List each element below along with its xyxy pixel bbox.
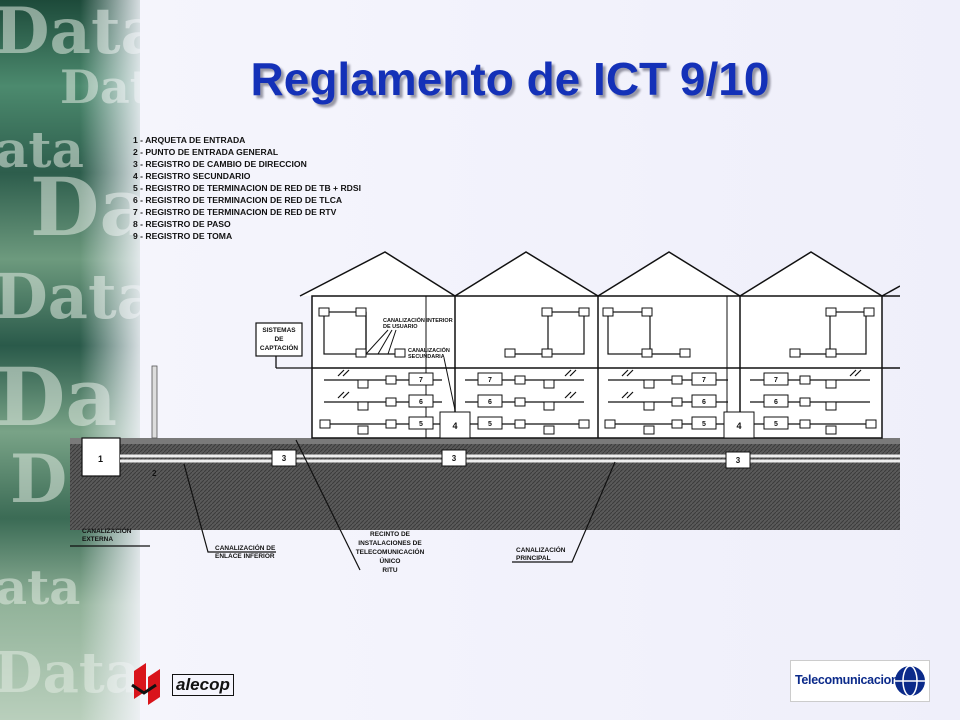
alecop-logo: alecop [130,661,234,705]
box-label: 3 [452,454,457,463]
box-label: 5 [488,421,492,428]
legend-item: 8 - REGISTRO DE PASO [133,219,231,229]
telecomunicaciones-logo: Telecomunicaciones [790,660,930,702]
telecomunicaciones-text: Telecomunicaciones [795,673,912,687]
diagram-label: CANALIZACIÓN [516,545,566,554]
diagram-label: CAPTACIÓN [260,343,298,352]
sistemas-captacion-box [255,322,303,357]
diagram-label: CANALIZACIÓN INTERIOR [383,316,453,324]
diagram-label: ENLACE INFERIOR [215,553,275,560]
arqueta-box [81,437,121,477]
diagram-label: DE [274,336,284,343]
box-label: 7 [702,377,706,384]
ground-mass [70,438,900,530]
watermark-text: ata [0,120,84,179]
watermark-text: Data [0,640,140,706]
legend-item: 5 - REGISTRO DE TERMINACION DE RED DE TB… [133,183,361,193]
diagram-label: DE USUARIO [383,324,418,330]
punto-entrada-label: 2 [152,469,157,478]
box-label: 4 [452,421,457,431]
box-label: 6 [419,399,423,406]
ict-building-diagram: 7 6 5 7 6 5 7 6 5 7 6 5 4 4 SISTEMAS DE … [70,251,900,574]
box-label: 7 [774,377,778,384]
diagram-label: RECINTO DE [370,531,411,538]
roof [881,285,900,297]
box-label: 3 [282,454,287,463]
box-label: 5 [419,421,423,428]
legend-item: 2 - PUNTO DE ENTRADA GENERAL [133,147,279,157]
sidebar-decoration: Data Data ata Da Data Da Data ata Data [0,0,140,720]
diagram-label: PRINCIPAL [516,555,551,562]
legend-item: 4 - REGISTRO SECUNDARIO [133,171,251,181]
diagram-label: CANALIZACIÓN DE [215,543,276,552]
box-label: 5 [774,421,778,428]
diagram-label: CANALIZACIÓN [408,346,450,354]
register-boxes [318,307,877,439]
roof [739,251,883,297]
globe-icon [895,665,925,697]
watermark-text: Data [0,0,140,69]
building [299,251,900,439]
registro-cambio-box [441,449,467,467]
diagram-label: SISTEMAS [262,327,296,334]
box-label: 7 [488,377,492,384]
box-label: 6 [488,399,492,406]
legend-item: 6 - REGISTRO DE TERMINACION DE RED DE TL… [133,195,343,205]
diagram-label: SECUNDARIA [408,354,445,360]
legend-item: 7 - REGISTRO DE TERMINACION DE RED DE RT… [133,207,337,217]
diagram-label: TELECOMUNICACIÓN [356,547,425,556]
pole [151,365,158,439]
watermark-text: ata [0,560,81,616]
registro-cambio-box [271,449,297,467]
legend-item: 1 - ARQUETA DE ENTRADA [133,135,246,145]
registro-cambio-box [725,451,751,469]
box-label: 3 [736,456,741,465]
roof [299,251,456,297]
arqueta-label: 1 [98,454,103,464]
roof [597,251,741,297]
legend-list: 1 - ARQUETA DE ENTRADA 2 - PUNTO DE ENTR… [133,134,361,242]
box-label: 6 [774,399,778,406]
diagram-label: RITU [382,567,397,574]
ground-surface [70,438,900,444]
box-label: 6 [702,399,706,406]
diagram-label: ÚNICO [380,556,401,565]
diagram-label: EXTERNA [82,536,113,543]
box-label: 4 [736,421,741,431]
legend-item: 3 - REGISTRO DE CAMBIO DE DIRECCION [133,159,307,169]
roof [454,251,599,297]
legend-item: 9 - REGISTRO DE TOMA [133,231,233,241]
alecop-text: alecop [172,674,234,696]
box-label: 5 [702,421,706,428]
slide-title: Reglamento de ICT 9/10 [250,53,770,105]
watermark-text: Data [60,60,140,114]
diagram-label: CANALIZACIÓN [82,526,132,535]
diagram-label: INSTALACIONES DE [358,540,422,547]
box-label: 7 [419,377,423,384]
alecop-mark-icon [131,663,160,705]
